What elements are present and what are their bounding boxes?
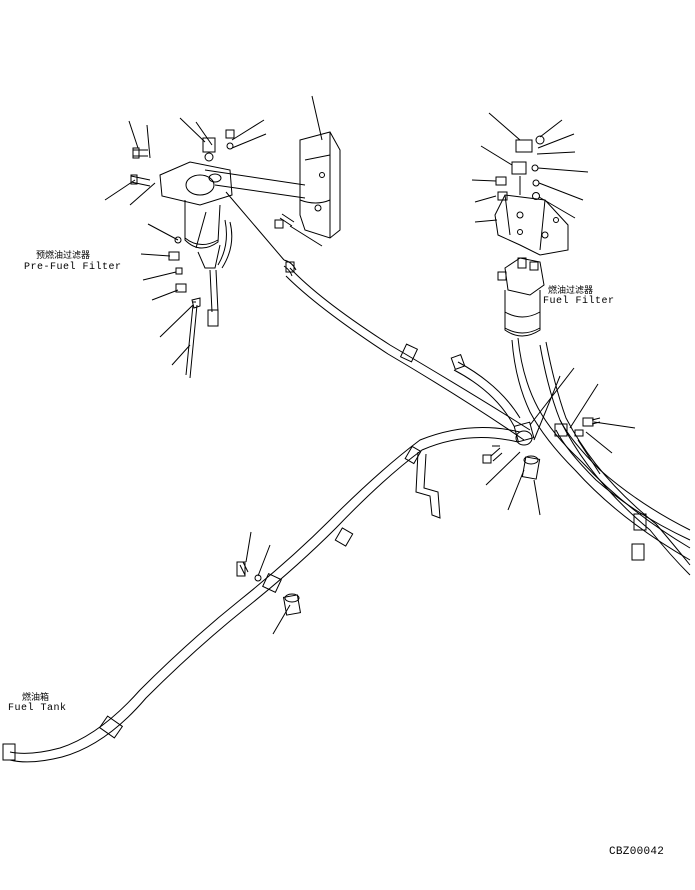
pre-fuel-filter-label-en: Pre-Fuel Filter <box>24 262 122 273</box>
pre-fuel-filter-assembly <box>131 130 340 378</box>
fuel-hoses <box>10 268 690 762</box>
junction-small-parts <box>237 418 600 581</box>
fuel-tank-label-cn: 燃油箱 <box>22 693 50 703</box>
tube-bracket <box>416 452 440 518</box>
junction-leader-lines <box>246 368 635 634</box>
pre-filter-leader-lines <box>105 96 322 365</box>
fuel-filter-assembly <box>495 136 568 336</box>
hose-clamps <box>3 344 646 760</box>
drawing-code: CBZ00042 <box>609 846 665 858</box>
fuel-filter-leader-lines <box>472 113 588 222</box>
fuel-tank-label-en: Fuel Tank <box>8 703 67 714</box>
pre-fuel-filter-label-cn: 预燃油过滤器 <box>36 251 91 261</box>
fuel-filter-label-cn: 燃油过滤器 <box>548 286 594 296</box>
fuel-filter-label-en: Fuel Filter <box>543 296 615 307</box>
